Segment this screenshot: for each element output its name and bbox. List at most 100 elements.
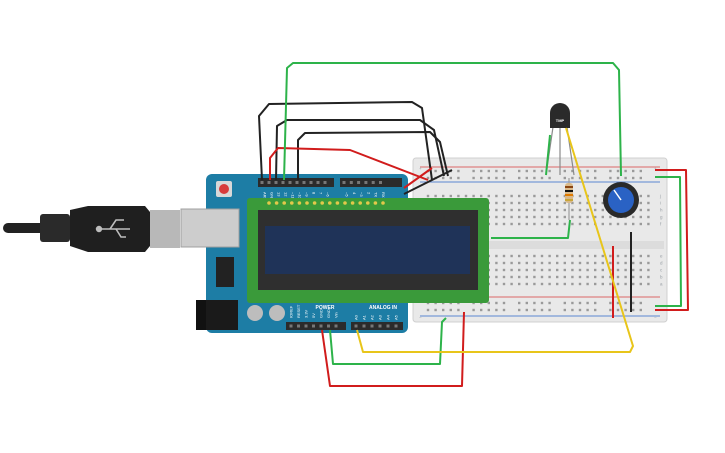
analog-pin-hole[interactable]: [354, 324, 358, 328]
breadboard-hole[interactable]: [571, 222, 574, 226]
breadboard-hole[interactable]: [480, 194, 483, 198]
rail-hole[interactable]: [472, 308, 475, 312]
rail-hole[interactable]: [639, 176, 642, 180]
lcd-pin[interactable]: [358, 201, 363, 205]
digital-pin-hole[interactable]: [323, 181, 327, 184]
rail-hole[interactable]: [578, 176, 582, 180]
lcd-pin[interactable]: [267, 201, 271, 205]
rail-hole[interactable]: [487, 176, 490, 180]
rail-hole[interactable]: [563, 308, 566, 312]
power-pin-hole[interactable]: [289, 324, 293, 328]
breadboard-hole[interactable]: [502, 222, 506, 226]
breadboard-hole[interactable]: [548, 208, 551, 212]
breadboard-hole[interactable]: [601, 275, 604, 279]
breadboard-hole[interactable]: [624, 282, 627, 286]
breadboard-hole[interactable]: [449, 194, 452, 198]
breadboard-hole[interactable]: [571, 268, 574, 272]
breadboard-hole[interactable]: [518, 261, 521, 265]
wire-red-3[interactable]: [321, 311, 465, 387]
breadboard-hole[interactable]: [624, 261, 627, 265]
rail-hole[interactable]: [540, 301, 544, 305]
breadboard-hole[interactable]: [518, 215, 521, 219]
digital-pin-hole[interactable]: [288, 181, 292, 184]
breadboard-hole[interactable]: [563, 201, 566, 205]
digital-pin-hole[interactable]: [302, 181, 306, 184]
rail-hole[interactable]: [457, 176, 460, 180]
breadboard-hole[interactable]: [502, 201, 506, 205]
rail-hole[interactable]: [563, 301, 566, 305]
rail-hole[interactable]: [525, 176, 528, 180]
breadboard-hole[interactable]: [495, 275, 498, 279]
rail-hole[interactable]: [449, 308, 452, 312]
breadboard-hole[interactable]: [601, 215, 604, 219]
rail-hole[interactable]: [457, 169, 460, 173]
breadboard-hole[interactable]: [647, 201, 650, 205]
wire-green-rail[interactable]: [655, 176, 682, 307]
wire-red-2[interactable]: [403, 167, 433, 189]
rail-hole[interactable]: [495, 308, 498, 312]
breadboard-hole[interactable]: [556, 208, 559, 212]
rail-hole[interactable]: [540, 176, 544, 180]
breadboard-hole[interactable]: [540, 268, 544, 272]
breadboard-hole[interactable]: [601, 282, 604, 286]
rail-hole[interactable]: [594, 176, 597, 180]
breadboard-hole[interactable]: [548, 254, 551, 258]
breadboard-hole[interactable]: [601, 254, 604, 258]
breadboard-hole[interactable]: [571, 275, 574, 279]
rail-hole[interactable]: [426, 176, 430, 180]
breadboard-hole[interactable]: [609, 222, 612, 226]
power-pin-hole[interactable]: [312, 324, 315, 328]
breadboard-hole[interactable]: [601, 201, 604, 205]
wire-black-4[interactable]: [403, 169, 453, 195]
rail-hole[interactable]: [548, 301, 551, 305]
rail-hole[interactable]: [502, 308, 506, 312]
breadboard-hole[interactable]: [495, 208, 498, 212]
potentiometer[interactable]: [603, 182, 639, 218]
rail-hole[interactable]: [525, 308, 528, 312]
breadboard-hole[interactable]: [556, 222, 559, 226]
rail-hole[interactable]: [594, 169, 597, 173]
digital-pin-hole[interactable]: [274, 181, 278, 184]
breadboard-hole[interactable]: [624, 275, 627, 279]
wire-green-bottom[interactable]: [329, 317, 447, 365]
breadboard-hole[interactable]: [616, 275, 620, 279]
rail-hole[interactable]: [624, 169, 627, 173]
breadboard-hole[interactable]: [502, 261, 506, 265]
analog-pin-hole[interactable]: [370, 324, 374, 328]
breadboard-hole[interactable]: [594, 268, 597, 272]
rail-hole[interactable]: [632, 176, 635, 180]
rail-hole[interactable]: [609, 308, 612, 312]
digital-pin-hole[interactable]: [364, 181, 368, 184]
analog-pin-hole[interactable]: [394, 324, 398, 328]
breadboard-hole[interactable]: [601, 222, 604, 226]
breadboard-hole[interactable]: [426, 194, 430, 198]
usb-cable[interactable]: [3, 206, 180, 252]
rail-hole[interactable]: [487, 301, 490, 305]
breadboard-hole[interactable]: [502, 282, 506, 286]
breadboard-hole[interactable]: [639, 194, 642, 198]
rail-hole[interactable]: [434, 169, 437, 173]
breadboard-hole[interactable]: [533, 215, 536, 219]
rail-hole[interactable]: [586, 301, 589, 305]
breadboard-hole[interactable]: [563, 222, 566, 226]
rail-hole[interactable]: [434, 308, 437, 312]
breadboard-hole[interactable]: [594, 208, 597, 212]
breadboard-hole[interactable]: [563, 254, 566, 258]
breadboard-hole[interactable]: [647, 261, 650, 265]
lcd-pin[interactable]: [366, 201, 370, 205]
rail-hole[interactable]: [616, 176, 620, 180]
breadboard-hole[interactable]: [632, 275, 635, 279]
lcd-pin[interactable]: [274, 201, 279, 205]
breadboard-hole[interactable]: [594, 201, 597, 205]
breadboard-hole[interactable]: [518, 208, 521, 212]
breadboard-hole[interactable]: [518, 222, 521, 226]
rail-hole[interactable]: [609, 301, 612, 305]
breadboard-hole[interactable]: [495, 282, 498, 286]
breadboard-hole[interactable]: [578, 254, 582, 258]
breadboard-hole[interactable]: [571, 201, 574, 205]
breadboard-hole[interactable]: [518, 254, 521, 258]
breadboard-hole[interactable]: [632, 254, 635, 258]
rail-hole[interactable]: [502, 301, 506, 305]
breadboard-hole[interactable]: [624, 268, 627, 272]
